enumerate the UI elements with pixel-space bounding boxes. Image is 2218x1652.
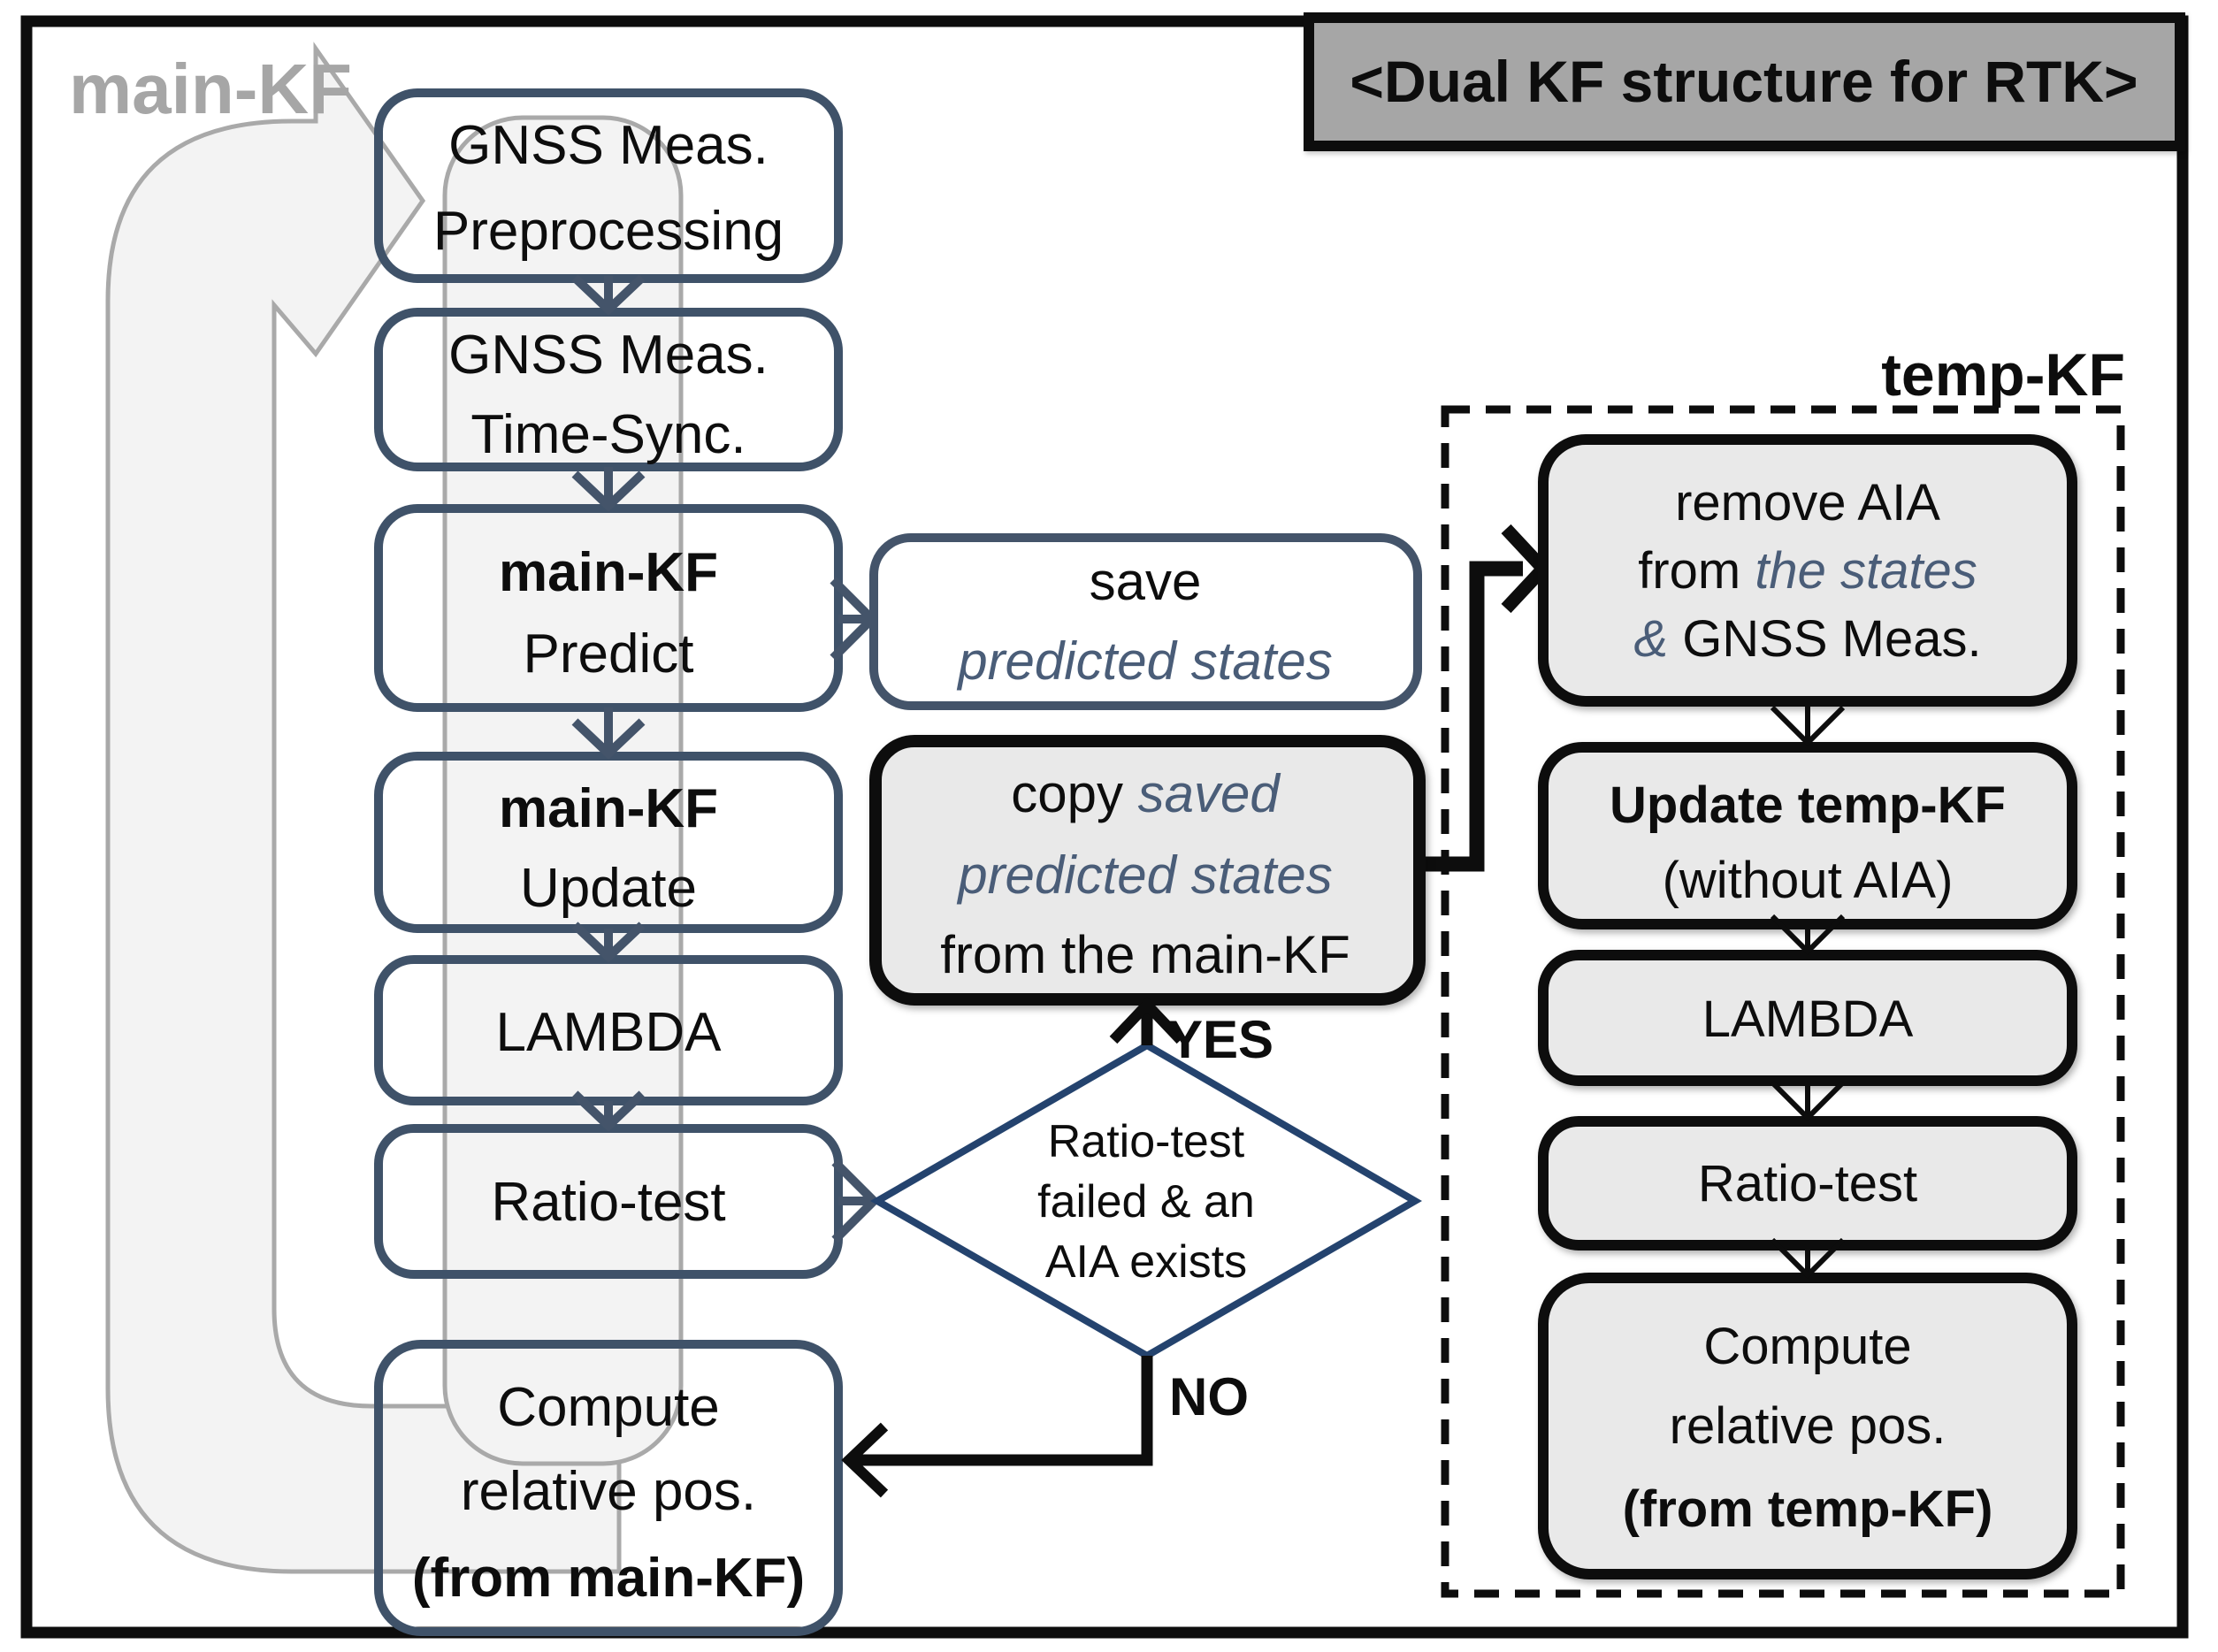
node-label: Time-Sync. [470, 404, 746, 465]
node-label: save [1090, 552, 1202, 611]
node-label: LAMBDA [1702, 990, 1914, 1048]
main-kf-loop-label: main-KF [69, 50, 352, 128]
node-label: remove AIA [1675, 474, 1940, 532]
decision-diamond-shape [869, 1041, 1422, 1360]
no-arrow-line [856, 1356, 1153, 1466]
label-segment: & [1633, 610, 1682, 668]
node-label: GNSS Meas. [448, 115, 769, 176]
node-label: LAMBDA [496, 1002, 723, 1063]
temp-flow-labels: remove AIA from the states & GNSS Meas. … [1610, 474, 2006, 1538]
decision-label: Ratio-test [1048, 1116, 1245, 1167]
node-label: relative pos. [1670, 1397, 1946, 1455]
temp-kf-dashed-border [1441, 405, 2125, 1598]
label-segment: GNSS Meas. [1682, 610, 1981, 668]
down-arrowhead-icon [571, 274, 646, 316]
node-label: Update [520, 858, 697, 919]
label-segment: saved [1138, 764, 1281, 823]
node-decision-ratio-test: Ratio-test failed & an AIA exists [869, 1041, 1422, 1360]
loop-outer-band-with-arrowhead-icon [105, 42, 622, 1574]
node-label: (without AIA) [1663, 852, 1954, 909]
copy-to-temp-connector-line [1419, 561, 1523, 872]
down-arrowhead-icon [1770, 1237, 1846, 1280]
node-label: Ratio-test [1698, 1155, 1917, 1212]
label-segment: copy [1011, 764, 1137, 823]
node-copy-saved-states: copy saved predicted states from the mai… [869, 735, 1426, 1006]
no-label: NO [1169, 1367, 1249, 1426]
down-arrowhead-icon [571, 470, 646, 512]
node-label: Ratio-test [491, 1172, 725, 1233]
node-label: Compute [1703, 1318, 1911, 1375]
no-branch: NO [841, 1356, 1249, 1498]
node-label: Update temp-KF [1610, 776, 2006, 834]
node-label: Preprocessing [433, 201, 784, 262]
decision-label: failed & an [1037, 1176, 1255, 1228]
node-label: (from main-KF) [412, 1548, 805, 1609]
node-label: copy saved [1011, 764, 1281, 823]
yes-label: YES [1167, 1010, 1273, 1069]
node-label: relative pos. [461, 1461, 756, 1522]
up-arrowhead-icon [1109, 997, 1185, 1044]
node-label: main-KF [499, 778, 718, 839]
node-label: main-KF [499, 542, 718, 603]
node-label: predicted states [956, 845, 1333, 905]
node-label: predicted states [956, 631, 1333, 691]
down-arrowhead-icon [571, 718, 646, 760]
save-box-shape [869, 533, 1422, 710]
down-arrowhead-icon [1770, 1080, 1846, 1122]
node-save-predicted-states: save predicted states [869, 533, 1422, 710]
left-arrowhead-icon [841, 1422, 889, 1498]
title-bar-box [1304, 12, 2185, 151]
node-label: Compute [497, 1377, 720, 1438]
title-bar: <Dual KF structure for RTK> [1304, 12, 2185, 151]
label-segment: from [1638, 542, 1755, 600]
down-arrowhead-icon [571, 1090, 646, 1132]
node-label: from the main-KF [940, 925, 1350, 984]
down-arrowhead-icon [1770, 914, 1846, 956]
temp-flow-arrows [1770, 701, 1846, 1280]
node-compute-main [374, 1340, 843, 1636]
temp-flow-column [1538, 434, 2077, 1579]
temp-kf-group-label: temp-KF [1881, 341, 2125, 409]
down-arrowhead-icon [1770, 705, 1846, 747]
node-label: & GNSS Meas. [1633, 610, 1981, 668]
page-title: <Dual KF structure for RTK> [1350, 49, 2138, 114]
node-label: GNSS Meas. [448, 325, 769, 386]
label-segment: the states [1755, 542, 1977, 600]
yes-branch: YES [1109, 997, 1273, 1069]
decision-label: AIA exists [1045, 1236, 1247, 1288]
down-arrowhead-icon [571, 922, 646, 963]
node-label: from the states [1638, 542, 1977, 600]
node-label: (from temp-KF) [1623, 1480, 1993, 1538]
main-flow-labels: GNSS Meas. Preprocessing GNSS Meas. Time… [412, 115, 805, 1609]
node-label: Predict [524, 623, 694, 685]
